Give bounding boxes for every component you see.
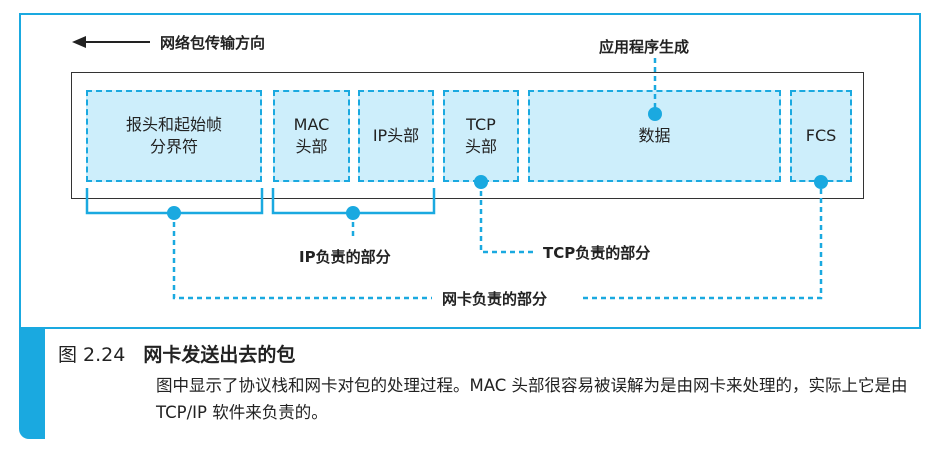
figure-title: 网卡发送出去的包 bbox=[143, 344, 296, 366]
segment-preamble-label: 报头和起始帧 分界符 bbox=[125, 115, 222, 156]
app-dot bbox=[648, 107, 662, 121]
figure-frame bbox=[19, 13, 921, 329]
fcs-dot bbox=[814, 175, 828, 189]
segment-data: 数据 bbox=[528, 90, 781, 182]
segment-fcs-label: FCS bbox=[805, 126, 837, 145]
nic-connector-left bbox=[172, 213, 432, 300]
tcp-dot bbox=[474, 175, 488, 189]
segment-mac-label: MAC 头部 bbox=[293, 115, 330, 156]
segment-tcp-label: TCP 头部 bbox=[464, 115, 497, 156]
segment-ip-header: IP头部 bbox=[358, 90, 434, 182]
nic-responsibility-label: 网卡负责的部分 bbox=[442, 290, 548, 308]
segment-ip-label: IP头部 bbox=[372, 126, 420, 145]
direction-arrowhead bbox=[72, 36, 86, 48]
figure-number: 图 2.24 bbox=[58, 344, 126, 366]
direction-label: 网络包传输方向 bbox=[160, 34, 266, 52]
segment-mac-header: MAC 头部 bbox=[273, 90, 350, 182]
segment-data-label: 数据 bbox=[638, 126, 671, 145]
ip-responsibility-label: IP负责的部分 bbox=[299, 248, 391, 266]
segment-preamble: 报头和起始帧 分界符 bbox=[86, 90, 262, 182]
ip-dot bbox=[346, 206, 360, 220]
caption-body: 图中显示了协议栈和网卡对包的处理过程。MAC 头部很容易被误解为是由网卡来处理的… bbox=[156, 376, 908, 422]
tcp-responsibility-label: TCP负责的部分 bbox=[543, 244, 651, 262]
nic-connector-right bbox=[583, 182, 823, 300]
preamble-dot bbox=[167, 206, 181, 220]
accent-bar bbox=[19, 329, 45, 439]
app-label: 应用程序生成 bbox=[599, 38, 690, 56]
caption-heading: 图 2.24 网卡发送出去的包 bbox=[58, 340, 295, 367]
segment-fcs: FCS bbox=[790, 90, 852, 182]
segment-tcp-header: TCP 头部 bbox=[443, 90, 519, 182]
tcp-connector bbox=[479, 182, 536, 254]
